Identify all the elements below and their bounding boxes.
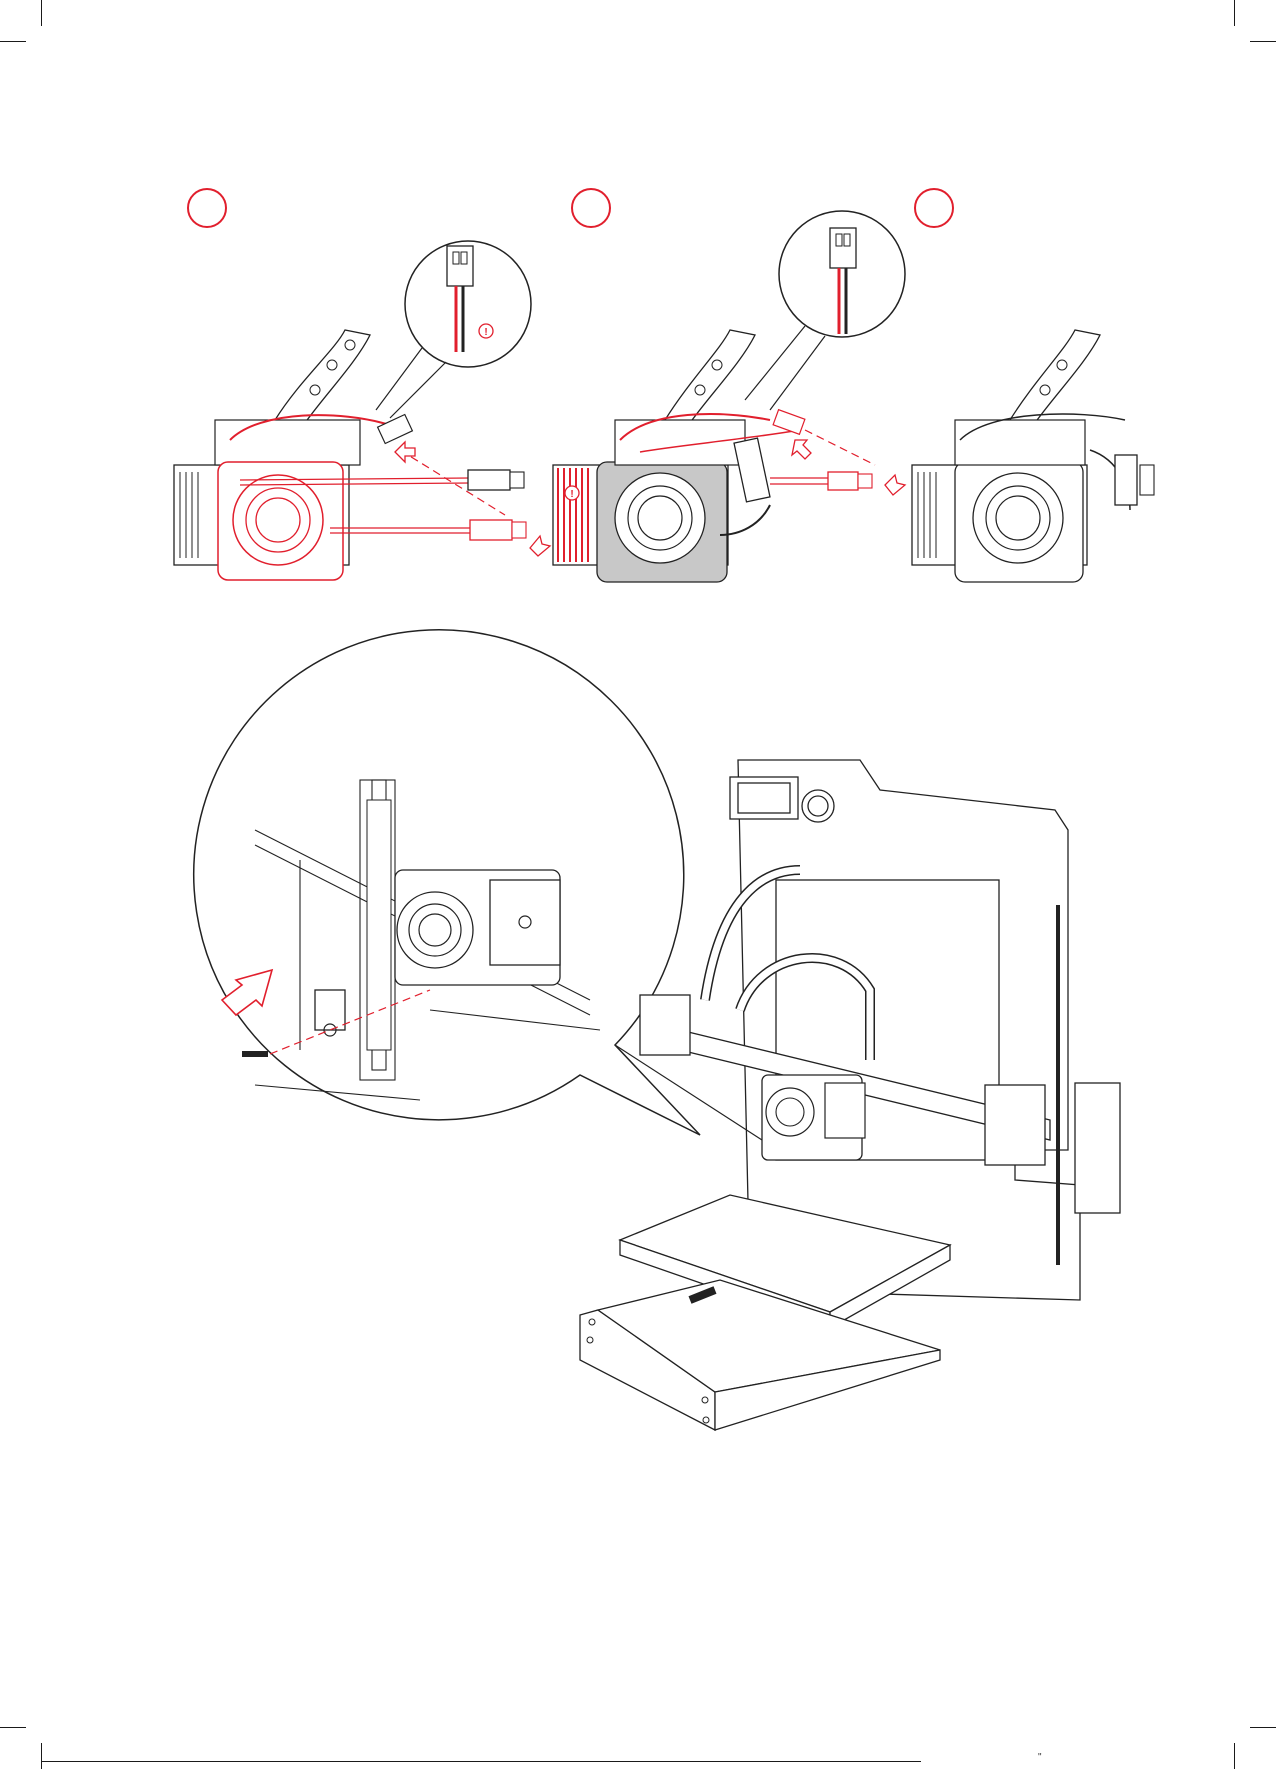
screw-icon [242,1051,268,1057]
detail-zoom-circle [194,630,700,1135]
